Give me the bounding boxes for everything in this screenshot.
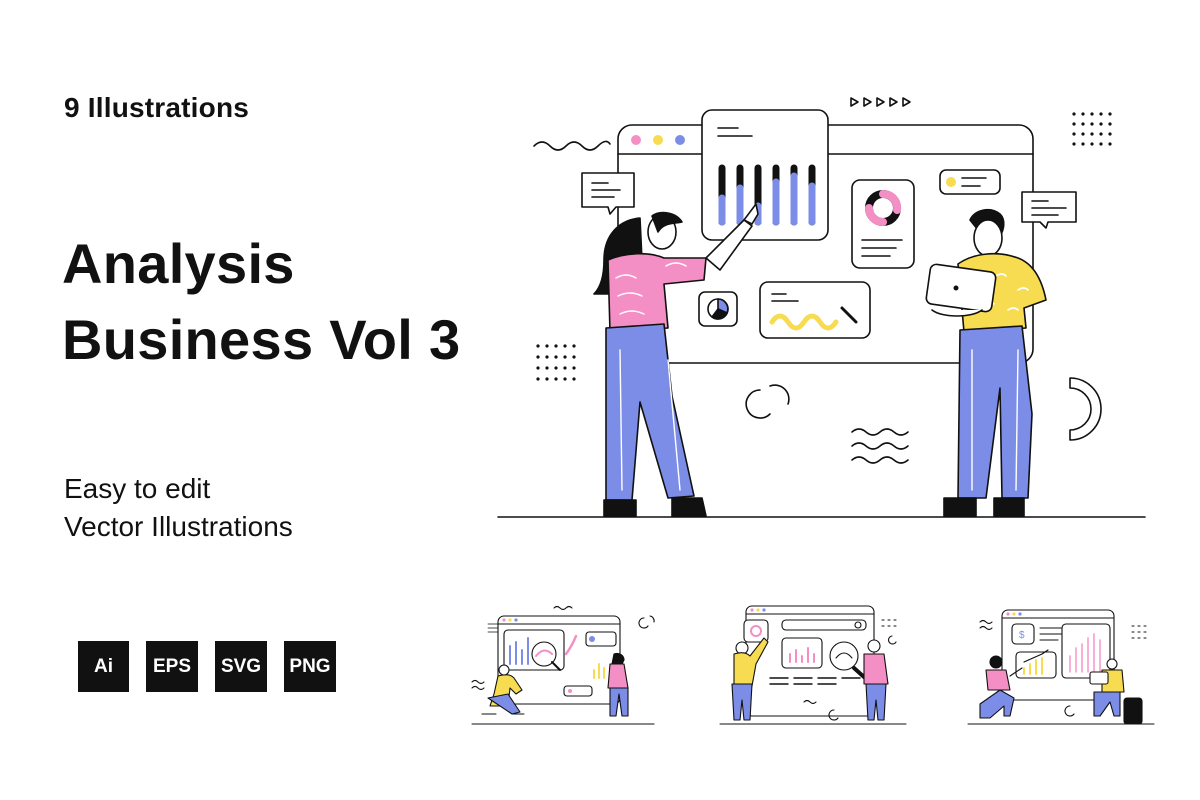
window-dot-yellow [653, 135, 663, 145]
bar-chart-card [701, 109, 829, 241]
window-dot-pink [631, 135, 641, 145]
squiggle-decoration [533, 140, 611, 151]
format-badges: Ai EPS SVG PNG [78, 641, 336, 692]
thumbnail-illustration-2 [719, 605, 907, 725]
woman-figure [593, 203, 759, 517]
subtitle-line-1: Easy to edit [64, 473, 211, 504]
window-dot-blue [675, 135, 685, 145]
speech-bubble-left [581, 172, 635, 215]
triangle-decoration [850, 97, 911, 107]
page-title: Analysis Business Vol 3 [62, 226, 460, 378]
wave-decoration [851, 428, 909, 464]
pie-chart-card [698, 291, 738, 327]
swirl-decoration [745, 377, 1102, 441]
dot-grid-decoration-left [536, 344, 576, 381]
thumbnail-illustration-3: $ [967, 609, 1155, 725]
line-chart-card [759, 281, 871, 339]
title-line-2: Business Vol 3 [62, 308, 461, 371]
info-card [939, 169, 1001, 195]
main-illustration [497, 97, 1146, 518]
format-badge-ai: Ai [78, 641, 129, 692]
thumbnail-illustration-1 [471, 605, 655, 725]
man-figure [925, 208, 1047, 517]
format-badge-svg: SVG [215, 641, 267, 692]
subtitle-line-2: Vector Illustrations [64, 511, 293, 542]
format-badge-eps: EPS [146, 641, 198, 692]
dot-grid-decoration [1072, 112, 1112, 146]
illustration-count: 9 Illustrations [64, 92, 250, 123]
title-line-1: Analysis [62, 232, 295, 295]
dollar-icon: $ [1019, 630, 1025, 641]
format-badge-png: PNG [284, 641, 336, 692]
donut-chart-card [851, 179, 915, 269]
speech-bubble-right [1021, 191, 1077, 229]
subtitle: Easy to edit Vector Illustrations [64, 470, 293, 546]
